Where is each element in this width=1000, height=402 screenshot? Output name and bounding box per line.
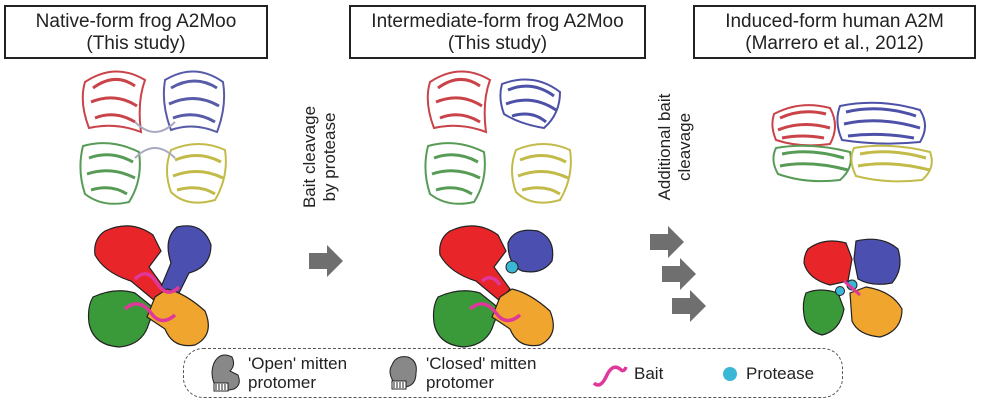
native-blue-protomer (160, 225, 212, 298)
step-label-bait-cleavage-line2: by protease (320, 112, 339, 202)
native-orange-protomer (146, 288, 209, 347)
panel-title-induced: Induced-form human A2M (Marrero et al., … (693, 5, 976, 59)
open-mitten-icon (211, 354, 240, 392)
structure-induced (771, 101, 933, 183)
panel-title-intermediate-line2: (This study) (447, 33, 548, 54)
intermediate-green-protomer (432, 290, 501, 348)
panel-title-native: Native-form frog A2Moo (This study) (4, 5, 268, 59)
intermediate-bait-2 (468, 302, 522, 323)
bait-icon (592, 365, 628, 387)
legend-open-line2: protomer (248, 373, 317, 392)
panel-title-induced-line2: (Marrero et al., 2012) (745, 33, 924, 54)
structure-intermediate (424, 70, 572, 205)
legend: 'Open' mitten protomer 'Closed' mitten p… (183, 348, 843, 398)
cartoon-induced (802, 238, 903, 338)
panel-title-intermediate-line1: Intermediate-form frog A2Moo (371, 11, 624, 32)
induced-orange-protomer (849, 286, 903, 338)
panel-title-intermediate: Intermediate-form frog A2Moo (This study… (349, 5, 646, 59)
closed-mitten-icon (389, 356, 417, 390)
intermediate-orange-protomer (491, 288, 554, 347)
cartoon-native (87, 225, 212, 348)
structure-native (79, 70, 227, 205)
induced-green-protomer (802, 289, 845, 336)
step-arrow-2c (672, 290, 706, 322)
step-arrow-2b (662, 258, 696, 290)
panel-title-native-line2: (This study) (86, 33, 186, 54)
step-label-additional-cleavage-line2: cleavage (675, 112, 694, 182)
step-label-bait-cleavage: Bait cleavage by protease (300, 77, 340, 237)
induced-protease-2 (835, 286, 845, 296)
cartoon-intermediate (432, 225, 554, 348)
legend-open-label: 'Open' mitten protomer (248, 354, 347, 392)
legend-open-line1: 'Open' mitten (248, 354, 348, 373)
induced-red-protomer (803, 240, 853, 286)
step-label-bait-cleavage-line1: Bait cleavage (300, 105, 319, 209)
legend-closed-line2: protomer (426, 373, 495, 392)
protease-icon (723, 367, 737, 381)
intermediate-protease (505, 260, 519, 274)
legend-closed-line1: 'Closed' mitten (426, 354, 537, 373)
intermediate-red-protomer (439, 225, 511, 302)
panel-title-induced-line1: Induced-form human A2M (725, 11, 944, 32)
native-bait-2 (123, 302, 177, 323)
native-red-protomer (94, 225, 166, 302)
legend-bait-label: Bait (634, 364, 664, 383)
native-green-protomer (87, 290, 156, 348)
native-bait-1 (133, 272, 181, 294)
step-arrow-1 (309, 245, 343, 277)
panel-title-native-line1: Native-form frog A2Moo (35, 11, 237, 32)
step-label-additional-cleavage-line1: Additional bait (655, 93, 674, 201)
induced-bait (843, 279, 861, 297)
step-label-additional-cleavage: Additional bait cleavage (655, 72, 695, 222)
induced-blue-protomer (853, 238, 901, 285)
intermediate-bait-1 (480, 276, 502, 287)
legend-closed-label: 'Closed' mitten protomer (426, 354, 536, 392)
step-arrow-2a (650, 226, 684, 258)
legend-protease-label: Protease (746, 364, 815, 383)
